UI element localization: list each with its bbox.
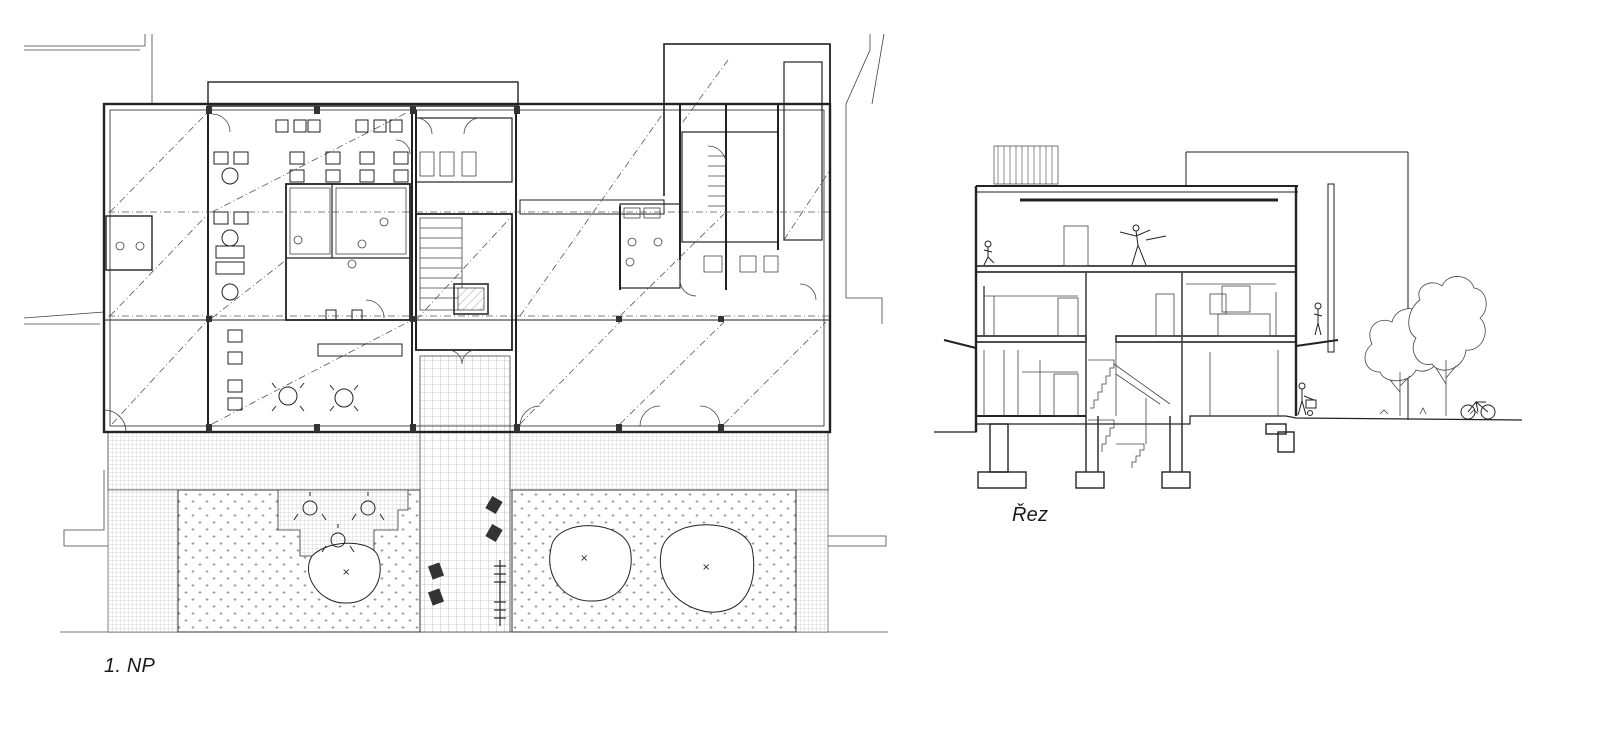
seating-deck xyxy=(277,489,409,557)
ground-line xyxy=(934,415,1523,433)
svg-text:×: × xyxy=(580,553,588,564)
section-walls xyxy=(974,183,1335,432)
floor-plan-caption: 1. NP xyxy=(104,655,156,677)
door-swings xyxy=(103,113,817,433)
paved-border xyxy=(107,489,179,633)
floor-plan: × × × xyxy=(23,33,888,633)
section-trees xyxy=(1364,276,1487,416)
tree-canopy-left: × xyxy=(307,542,381,604)
building-section xyxy=(934,145,1523,489)
bike-racks xyxy=(494,560,506,626)
diagonal-structure-lines xyxy=(108,59,831,425)
tree-canopy-right: × xyxy=(659,524,755,613)
central-walkway xyxy=(419,355,511,633)
staircase xyxy=(419,145,727,315)
facade-columns xyxy=(206,106,724,432)
people-figures xyxy=(983,224,1323,416)
sanitary-fixtures xyxy=(115,151,779,273)
building-walls xyxy=(102,43,832,434)
foundations xyxy=(977,416,1295,489)
floor-slabs xyxy=(943,265,1339,417)
benches xyxy=(427,495,503,606)
outdoor-tables xyxy=(293,492,385,553)
roof xyxy=(976,145,1409,420)
interior-walls xyxy=(104,61,830,426)
bicycle xyxy=(1460,401,1496,420)
svg-text:×: × xyxy=(702,562,710,573)
tree-canopy-center: × xyxy=(549,525,632,602)
section-caption: Řez xyxy=(1012,504,1049,526)
cafe-furniture xyxy=(213,119,409,412)
section-interior xyxy=(983,225,1279,417)
section-stairs xyxy=(1088,336,1171,468)
svg-text:×: × xyxy=(342,567,350,578)
paved-border-right xyxy=(795,489,829,633)
